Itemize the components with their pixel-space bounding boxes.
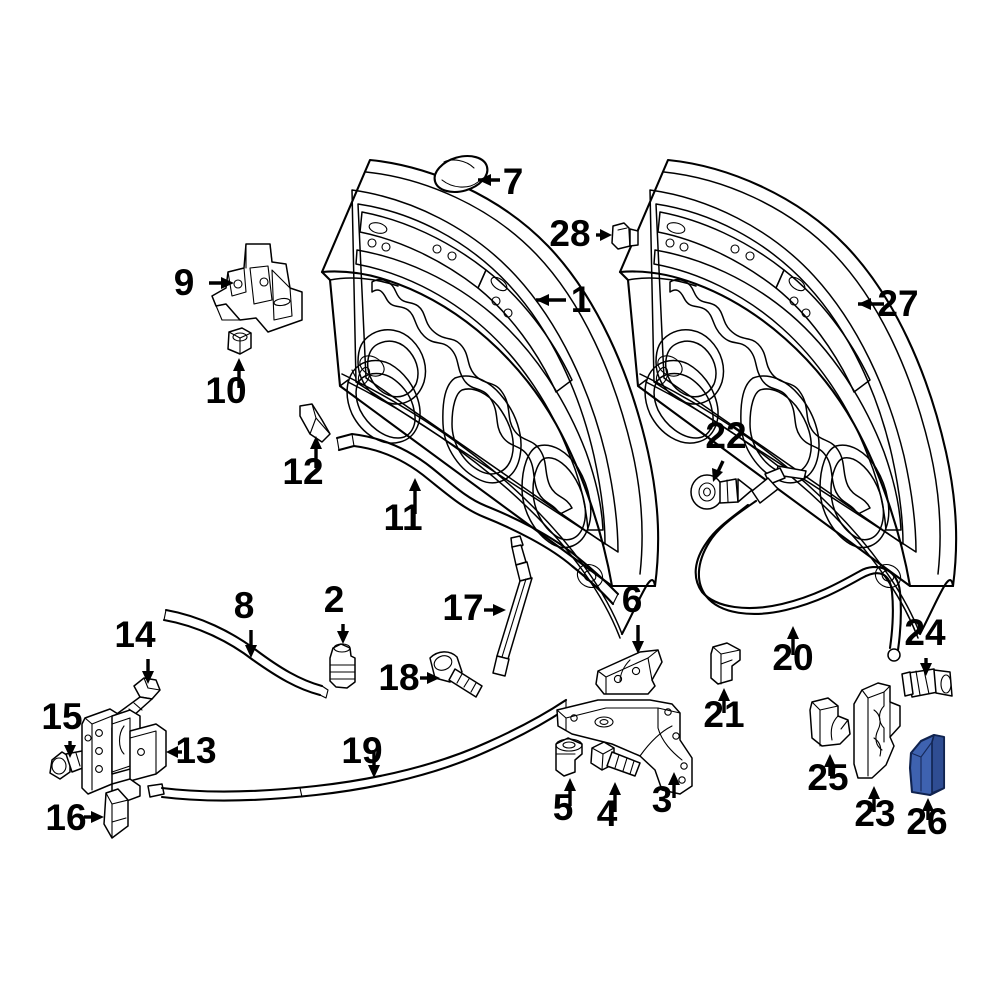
callout-label-21[interactable]: 21 (703, 694, 744, 735)
callout-label-18[interactable]: 18 (378, 657, 419, 698)
callout-label-10[interactable]: 10 (205, 370, 246, 411)
hood-lift-support-strut[interactable] (492, 535, 533, 677)
callout-label-19[interactable]: 19 (341, 730, 382, 771)
callout-label-24[interactable]: 24 (904, 612, 946, 653)
callout-label-20[interactable]: 20 (772, 637, 813, 678)
callout-label-28[interactable]: 28 (549, 213, 590, 254)
hood-latch-cover[interactable] (908, 733, 946, 797)
hood-hinge[interactable] (556, 699, 693, 795)
hinge-nut[interactable] (555, 737, 583, 777)
callout-label-2[interactable]: 2 (324, 579, 345, 620)
callout-label-3[interactable]: 3 (652, 779, 673, 820)
callout-labels: 1 2 3 4 5 6 7 8 9 10 11 12 13 14 15 16 1… (41, 161, 947, 842)
latch-cover-clip[interactable] (103, 788, 129, 839)
catch-bumper[interactable] (809, 697, 851, 747)
secondary-latch-catch[interactable] (853, 682, 901, 779)
callout-label-16[interactable]: 16 (45, 797, 86, 838)
callout-label-22[interactable]: 22 (705, 415, 746, 456)
callout-label-25[interactable]: 25 (807, 757, 848, 798)
callout-label-4[interactable]: 4 (597, 793, 618, 834)
hood-panel-right[interactable] (618, 158, 958, 639)
callout-label-15[interactable]: 15 (41, 696, 82, 737)
seal-end-clip[interactable] (299, 403, 331, 443)
release-handle-grommet[interactable] (690, 474, 753, 510)
callout-label-17[interactable]: 17 (442, 587, 483, 628)
callout-label-14[interactable]: 14 (114, 614, 156, 655)
hood-support-rod[interactable] (162, 608, 329, 699)
callout-label-7[interactable]: 7 (503, 161, 524, 202)
catch-bolt[interactable] (901, 668, 953, 698)
insulation-retainer-clip[interactable] (611, 222, 639, 250)
callout-label-1[interactable]: 1 (571, 279, 592, 320)
hood-seal-weatherstrip[interactable] (335, 432, 620, 606)
callout-label-26[interactable]: 26 (906, 801, 947, 842)
hood-release-cable-front[interactable] (147, 698, 568, 802)
hood-release-cable-rear[interactable] (694, 465, 902, 662)
bump-stop-cushion[interactable] (329, 643, 356, 689)
cable-retainer-clip[interactable] (710, 642, 741, 685)
striker-nut[interactable] (227, 327, 252, 355)
latch-striker-bracket[interactable] (211, 243, 303, 333)
callout-label-27[interactable]: 27 (877, 283, 918, 324)
callout-label-23[interactable]: 23 (854, 793, 895, 834)
hood-panel-left[interactable] (320, 158, 660, 639)
callout-label-11[interactable]: 11 (383, 497, 422, 538)
hood-plug-grommet[interactable] (430, 150, 491, 198)
callout-label-6[interactable]: 6 (622, 579, 643, 620)
hinge-bolt[interactable] (590, 741, 641, 777)
strut-ball-stud[interactable] (429, 651, 483, 698)
hinge-reinforcement-bracket[interactable] (595, 649, 663, 695)
callout-label-12[interactable]: 12 (282, 451, 323, 492)
callout-label-5[interactable]: 5 (553, 787, 574, 828)
hood-latch-assembly[interactable] (81, 708, 167, 803)
callout-leaders (64, 174, 934, 823)
callout-label-13[interactable]: 13 (175, 730, 216, 771)
callout-label-8[interactable]: 8 (234, 585, 255, 626)
callout-label-9[interactable]: 9 (174, 262, 195, 303)
